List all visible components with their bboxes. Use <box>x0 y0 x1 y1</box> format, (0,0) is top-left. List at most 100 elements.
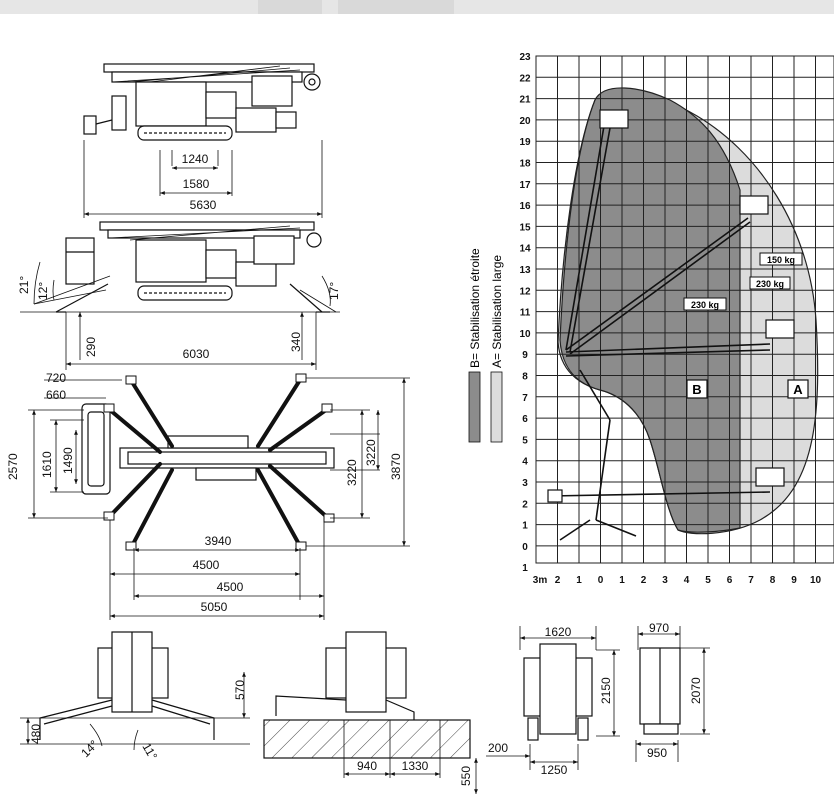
dim-1490: 1490 <box>61 447 75 474</box>
y-tick-label: 11 <box>520 308 531 319</box>
angle-14: 14° <box>78 737 101 760</box>
zone-b-marker: B <box>692 382 701 397</box>
reach-diagram: 150 kg 230 kg 230 kg B A 232221201918171… <box>519 52 834 586</box>
angle-12: 12° <box>36 282 50 300</box>
dim-1240: 1240 <box>182 152 209 166</box>
x-tick-label: 1 <box>619 575 625 586</box>
svg-text:230 kg: 230 kg <box>756 279 784 289</box>
dim-1580: 1580 <box>183 177 210 191</box>
y-tick-label: 23 <box>519 52 531 63</box>
dim-340: 340 <box>289 332 303 352</box>
dim-6030: 6030 <box>183 347 210 361</box>
x-tick-label: 6 <box>727 575 733 586</box>
dim-290: 290 <box>84 337 98 357</box>
dim-480: 480 <box>29 724 43 744</box>
machine-rear-view <box>523 643 593 741</box>
y-tick-label: 7 <box>522 393 528 404</box>
side-view-dimensions <box>20 261 340 370</box>
boom-sketches <box>549 125 771 541</box>
dim-3220-lower: 3220 <box>345 459 359 486</box>
svg-text:150 kg: 150 kg <box>767 255 795 265</box>
load-label-230kg-upper: 230 kg <box>749 276 791 290</box>
zone-a-marker: A <box>793 382 803 397</box>
legend-a-label: A= Stabilisation large <box>490 255 504 368</box>
y-tick-label: 14 <box>519 244 531 255</box>
dim-970: 970 <box>649 621 669 635</box>
machine-side-view-folded <box>83 63 321 141</box>
x-axis-ticks: 3m210123456789101 <box>533 575 822 586</box>
basket-icons <box>547 109 795 503</box>
load-label-150kg: 150 kg <box>759 252 803 266</box>
y-tick-label: 22 <box>519 73 531 84</box>
dim-720: 720 <box>46 371 66 385</box>
dim-5050: 5050 <box>201 600 228 614</box>
x-tick-label: 8 <box>770 575 776 586</box>
dim-4500-lower: 4500 <box>217 580 244 594</box>
x-tick-label: 1 <box>576 575 582 586</box>
working-envelope-b <box>559 87 741 533</box>
dim-3940: 3940 <box>205 534 232 548</box>
dim-660: 660 <box>46 388 66 402</box>
rear-view-dimensions <box>486 626 710 770</box>
y-tick-label: 8 <box>522 372 528 383</box>
y-tick-label: 5 <box>522 435 528 446</box>
y-tick-label: 10 <box>519 329 531 340</box>
y-tick-label: 19 <box>519 137 531 148</box>
y-tick-label: 9 <box>522 350 528 361</box>
legend-b-label: B= Stabilisation étroite <box>468 248 482 368</box>
x-tick-label: 2 <box>641 575 647 586</box>
x-tick-label: 3m <box>533 575 548 586</box>
dim-2570: 2570 <box>6 453 20 480</box>
dim-1610: 1610 <box>40 451 54 478</box>
y-tick-label: 17 <box>519 180 531 191</box>
y-tick-label: 13 <box>519 265 531 276</box>
machine-front-view-wide <box>263 631 471 759</box>
x-tick-label: 9 <box>791 575 797 586</box>
x-tick-label: 10 <box>810 575 822 586</box>
dim-2150: 2150 <box>599 677 613 704</box>
y-tick-label: 12 <box>519 286 531 297</box>
x-tick-label: 7 <box>748 575 754 586</box>
top-view-dimensions <box>83 140 323 218</box>
svg-text:230 kg: 230 kg <box>691 300 719 310</box>
dim-5630: 5630 <box>190 198 217 212</box>
x-tick-label: 2 <box>555 575 561 586</box>
dim-4500-upper: 4500 <box>193 558 220 572</box>
dim-940: 940 <box>357 759 377 773</box>
top-toolbar-strip <box>0 0 834 14</box>
y-tick-label: 1 <box>522 521 528 532</box>
y-tick-label: 1 <box>522 563 528 574</box>
x-tick-label: 4 <box>684 575 690 586</box>
angle-21: 21° <box>17 276 31 294</box>
y-tick-label: 0 <box>522 542 528 553</box>
dim-550: 550 <box>459 766 473 786</box>
x-tick-label: 5 <box>705 575 711 586</box>
dim-1330: 1330 <box>402 759 429 773</box>
front-view-dimensions <box>20 672 478 794</box>
machine-front-view-narrow <box>39 631 215 740</box>
y-tick-label: 15 <box>519 222 531 233</box>
machine-side-view-stabilised <box>55 221 330 313</box>
y-tick-label: 18 <box>519 159 531 170</box>
y-tick-label: 16 <box>519 201 531 212</box>
dim-200: 200 <box>488 741 508 755</box>
legend-swatch-b <box>468 371 481 443</box>
load-label-230kg-lower: 230 kg <box>683 297 727 311</box>
dim-950: 950 <box>647 746 667 760</box>
legend-swatch-a <box>490 371 503 443</box>
outrigger-plan-dimensions <box>28 377 410 620</box>
dim-2070: 2070 <box>689 677 703 704</box>
dim-1250: 1250 <box>541 763 568 777</box>
y-tick-label: 21 <box>519 95 531 106</box>
dim-3220-upper: 3220 <box>364 439 378 466</box>
dim-1620: 1620 <box>545 625 572 639</box>
machine-profile-view <box>639 647 681 735</box>
dim-3870: 3870 <box>389 453 403 480</box>
y-tick-label: 6 <box>522 414 528 425</box>
y-tick-label: 20 <box>519 116 531 127</box>
stabilisation-legend: B= Stabilisation étroite A= Stabilisatio… <box>468 248 504 443</box>
y-tick-label: 2 <box>522 499 528 510</box>
